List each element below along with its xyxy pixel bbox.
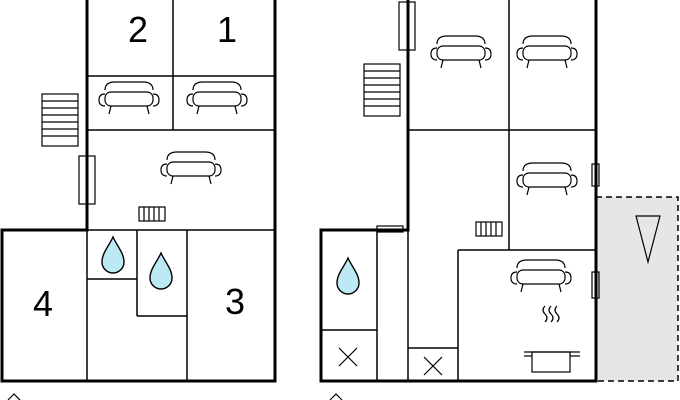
right-floor-plan xyxy=(319,0,679,400)
door-icon xyxy=(591,163,600,187)
left-floor-plan: 2 1 4 3 xyxy=(0,0,277,400)
room-3-label: 3 xyxy=(225,281,245,322)
room-4-label: 4 xyxy=(33,283,53,324)
water-drop-icon xyxy=(149,252,173,290)
radiator-icon xyxy=(138,206,166,222)
sofa-icon xyxy=(186,81,248,115)
room-2-label: 2 xyxy=(128,9,148,50)
sofa-icon xyxy=(430,35,492,69)
sofa-icon xyxy=(98,81,160,115)
cooking-pot-icon xyxy=(524,305,580,373)
door-icon xyxy=(376,225,404,233)
room-1-label: 1 xyxy=(217,9,237,50)
cross-icon xyxy=(423,356,443,376)
door-icon xyxy=(591,271,600,299)
water-drop-icon xyxy=(336,257,360,295)
compass-marker-icon xyxy=(329,393,343,400)
water-drop-icon xyxy=(101,236,125,274)
radiator-icon xyxy=(475,221,503,237)
sofa-icon xyxy=(516,35,578,69)
sofa-icon xyxy=(510,259,572,293)
sofa-icon xyxy=(160,151,222,185)
door-icon xyxy=(78,155,96,205)
triangle-marker-icon xyxy=(635,215,661,265)
door-icon xyxy=(398,1,416,51)
cross-icon xyxy=(338,347,358,367)
stairs-icon xyxy=(363,63,401,117)
terrace-area xyxy=(595,196,679,382)
stairs-icon xyxy=(41,93,79,147)
sofa-icon xyxy=(516,162,578,196)
compass-marker-icon xyxy=(7,393,21,400)
